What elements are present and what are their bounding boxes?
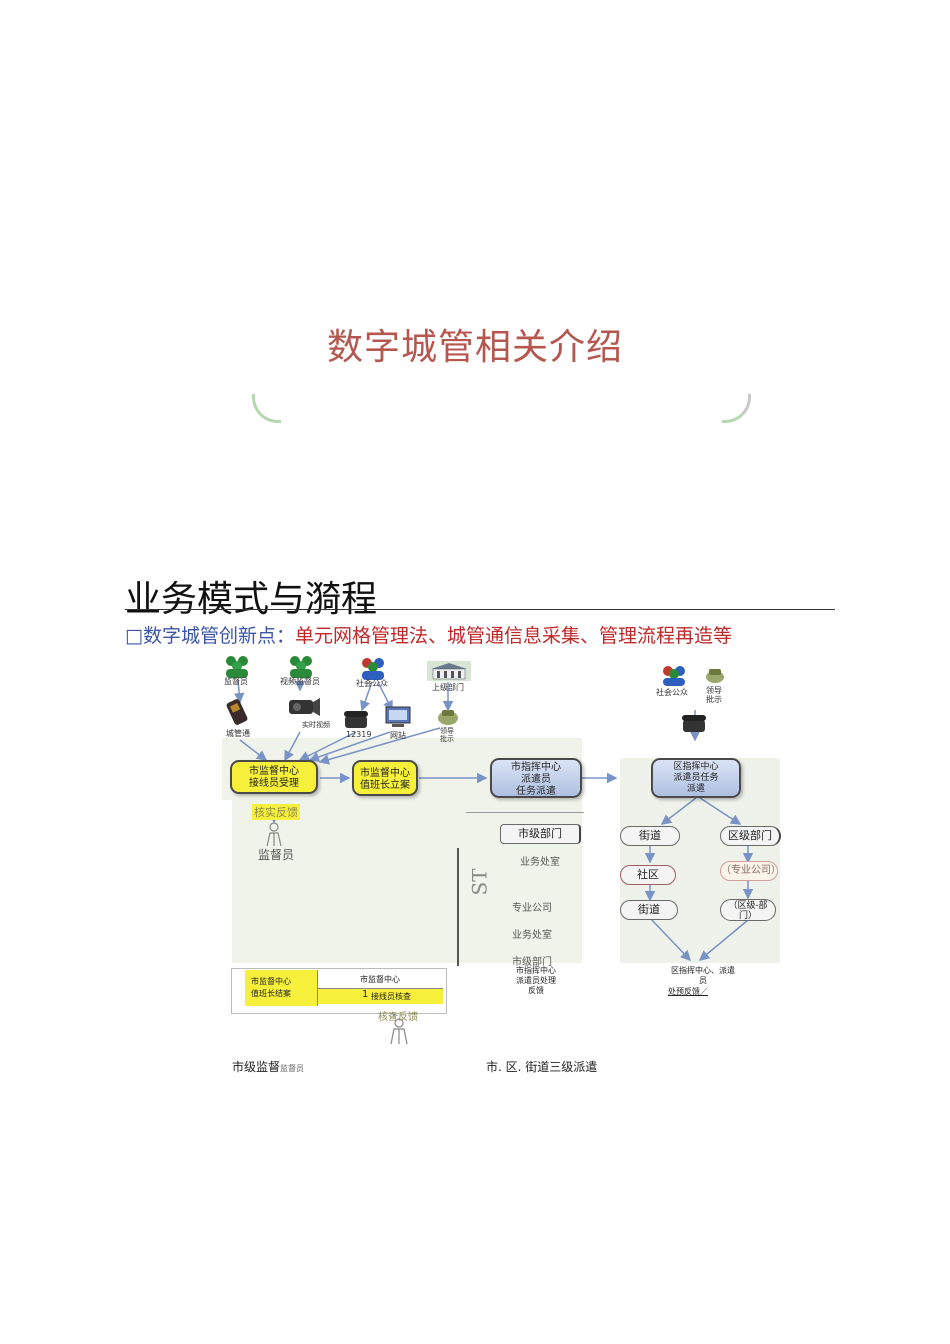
street2-pill: 街道	[620, 900, 678, 920]
close-case-cell: 市监督中心 值班长结案	[245, 970, 317, 1006]
left-panel-white	[222, 800, 232, 965]
divider-line-top	[466, 812, 584, 813]
box-city-file-case: 市监督中心 值班长立案	[352, 760, 418, 796]
city-dept-pill: 市级部门	[500, 824, 581, 844]
district-leader-label: 领导 批示	[706, 686, 722, 704]
label-website: 网站	[390, 731, 406, 740]
label-public: 社会公众	[356, 679, 388, 688]
biz-office-2-label: 业务处室	[512, 930, 552, 941]
caption-right: 市. 区. 街道三级派遣	[486, 1060, 598, 1074]
label-cgt: 城管通	[226, 729, 250, 738]
district-feedback-2-label: 处预反馈／	[668, 986, 708, 998]
label-superior: 上级部门	[432, 683, 464, 692]
center2-cell: 市监督中心	[360, 975, 400, 984]
biz-office-label: 业务处室	[520, 857, 560, 868]
operator-verify-cell	[318, 989, 443, 1004]
bullet-line: □数字城管创新点：单元网格管理法、城管通信息采集、管理流程再造等	[125, 621, 732, 648]
section-rule	[125, 609, 835, 610]
operator-verify-label: 接线员核查	[371, 992, 411, 1001]
pro-company-label: 专业公司	[512, 903, 552, 914]
num-label: 1	[362, 989, 369, 1000]
community-pill: 社区	[620, 865, 676, 885]
label-hotline: 12319	[346, 730, 372, 739]
district-telephone-icon	[680, 712, 708, 734]
district-dept-pill: 区级部门	[720, 826, 781, 846]
inspector-group-icon	[222, 654, 252, 678]
box-district-dispatch: 区指挥中心 派遣员任务 派遣	[651, 758, 741, 798]
box-city-dispatch: 市指挥中心 派遣员 任务派遣	[490, 758, 582, 798]
district-public-label: 社会公众	[656, 688, 688, 697]
district-feedback-label: 区指挥中心、派遣 员	[671, 966, 735, 985]
computer-icon	[384, 706, 412, 728]
section-title: 业务模式与漪程	[125, 579, 378, 620]
handle-feedback-label: 市指挥中心 派遣员处理 反馈	[516, 966, 556, 995]
video-camera-icon	[285, 692, 321, 720]
video-inspector-group-icon	[286, 654, 316, 678]
bullet-highlight: 单元网格管理法、城管通信息采集、管理流程再造等	[294, 625, 732, 647]
inspector-person-icon	[264, 822, 284, 848]
public-group-icon	[358, 656, 388, 680]
st-mark: ST	[467, 868, 492, 896]
page-title: 数字城管相关介绍	[326, 327, 623, 368]
box-city-receive: 市监督中心 接线员受理	[230, 760, 318, 794]
street-pill: 街道	[620, 826, 680, 846]
building-icon	[427, 661, 471, 681]
district-feedback-slash: ／	[700, 987, 708, 996]
label-video-inspector: 视频监督员	[280, 677, 320, 686]
mobile-phone-icon	[224, 698, 254, 726]
label-inspector: 监督员	[224, 677, 248, 686]
city-dept-2-label: 市级部门	[512, 957, 552, 968]
telephone-icon	[342, 708, 370, 730]
leader-phone-icon	[436, 706, 460, 726]
verify-feedback-label: 核实反馈	[252, 804, 300, 820]
pro-company-pill: （专业公司）	[720, 861, 781, 881]
caption-left-small: 监督员	[280, 1064, 305, 1073]
caption-left: 市级监督监督员	[232, 1058, 304, 1075]
district-leader-icon	[704, 666, 726, 684]
district-public-icon	[660, 664, 688, 686]
inspector-label: 监督员	[258, 848, 295, 862]
bullet-prefix: □数字城管创新点：	[125, 625, 295, 647]
district-dept2-pill: （区级-部 门）	[720, 899, 776, 921]
divider-line	[457, 848, 459, 966]
label-leader: 领导 批示	[440, 727, 454, 743]
label-realtime-video: 实时视频	[302, 721, 330, 729]
table-hline	[317, 988, 443, 989]
district-feedback-2-text: 处预反馈	[668, 987, 700, 996]
verify-feedback2-label: 核查反馈	[378, 1012, 418, 1023]
caption-left-main: 市级监督	[232, 1060, 281, 1074]
inspector-person-icon-2	[388, 1018, 410, 1046]
